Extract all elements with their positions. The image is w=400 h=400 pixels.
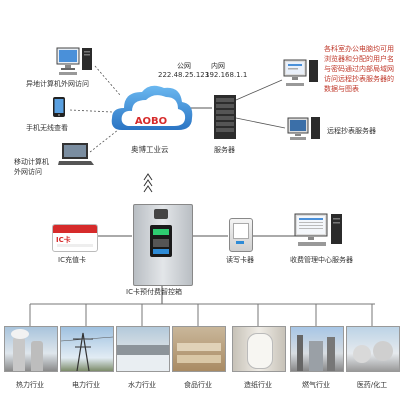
office-pc-icon	[283, 58, 319, 88]
industry-food-image	[172, 326, 226, 372]
industry-label: 食品行业	[184, 381, 212, 389]
laptop-icon	[58, 142, 94, 166]
laptop-label-line1: 移动计算机	[14, 158, 49, 166]
industry-heating-image	[4, 326, 58, 372]
ic-card-label: IC充值卡	[58, 256, 86, 264]
ic-card-icon: IC卡	[52, 224, 98, 252]
server-icon	[213, 94, 237, 140]
remote-pc-label: 异地计算机外网访问	[26, 80, 89, 88]
meter-server-label: 远程抄表服务器	[327, 127, 376, 135]
billing-server-icon	[294, 212, 344, 252]
industry-pharma-image	[346, 326, 400, 372]
private-network-label: 内网	[211, 62, 225, 70]
control-box-icon	[133, 204, 193, 286]
phone-label: 手机无线查看	[26, 124, 68, 132]
public-ip: 222.48.25.123	[158, 71, 210, 79]
industry-label: 医药/化工	[356, 381, 388, 389]
billing-server-label: 收费管理中心服务器	[290, 256, 353, 264]
industry-label: 热力行业	[16, 381, 44, 389]
industry-paper-image	[232, 326, 286, 372]
industry-label: 造纸行业	[244, 381, 272, 389]
control-box-label: IC卡预付费智控箱	[126, 288, 182, 296]
industry-label: 水力行业	[128, 381, 156, 389]
industry-power-image	[60, 326, 114, 372]
card-reader-icon	[229, 218, 253, 252]
industry-gas-image	[290, 326, 344, 372]
server-label: 服务器	[214, 146, 235, 154]
industry-label: 燃气行业	[302, 381, 330, 389]
industry-label: 电力行业	[72, 381, 100, 389]
laptop-label-line2: 外网访问	[14, 168, 42, 176]
ic-card-face-text: IC卡	[56, 236, 71, 244]
cloud-icon	[108, 80, 194, 138]
phone-icon	[52, 96, 66, 118]
office-pc-description: 各科室办公电脑均可用浏览器和分配的用户名与密码通过内部局域网访问远程抄表服务器的…	[324, 45, 394, 93]
public-network-label: 公网	[177, 62, 191, 70]
meter-server-icon	[287, 116, 321, 142]
remote-pc-icon	[55, 46, 95, 78]
card-reader-label: 读写卡器	[226, 256, 254, 264]
cloud-logo: AOBO	[134, 116, 168, 127]
industry-water-image	[116, 326, 170, 372]
private-ip: 192.168.1.1	[205, 71, 248, 79]
cloud-name: 奥博工业云	[131, 145, 169, 154]
